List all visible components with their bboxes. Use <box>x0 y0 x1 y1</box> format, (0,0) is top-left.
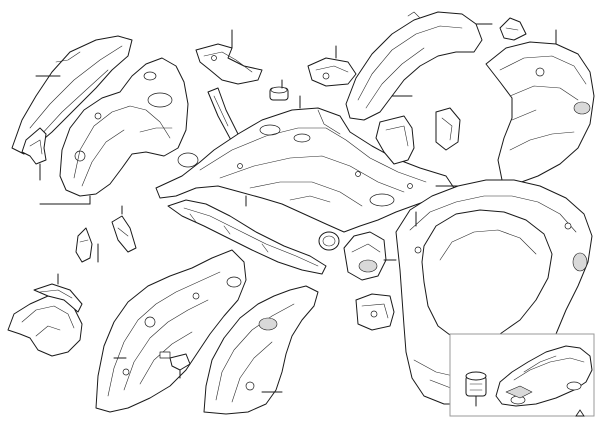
left-side-panel-outer[interactable] <box>203 285 319 415</box>
rubber-grommet[interactable] <box>269 79 289 101</box>
cross-member-rail[interactable] <box>167 195 327 275</box>
support-strut[interactable] <box>207 87 241 143</box>
right-mounting-plate[interactable] <box>355 293 395 331</box>
body-plug-part[interactable] <box>465 371 487 407</box>
center-support-bracket[interactable] <box>195 29 263 85</box>
left-brackets-set[interactable] <box>75 205 137 263</box>
corner-triangle-mark <box>575 409 585 417</box>
vehicle-silhouette-inset <box>495 345 593 407</box>
round-plug-cover[interactable] <box>318 231 340 251</box>
right-wheel-arch-inner[interactable] <box>345 11 493 121</box>
left-side-frame-inner[interactable] <box>95 249 247 413</box>
left-wheel-arch-inner-housing[interactable] <box>39 57 189 205</box>
left-rear-bracket-small[interactable] <box>21 127 47 181</box>
right-small-bracket[interactable] <box>499 17 527 41</box>
left-wheel-arch-liner[interactable] <box>7 273 83 357</box>
left-rear-fender-top-panel[interactable] <box>11 35 133 155</box>
right-upper-reinforcement[interactable] <box>375 107 461 165</box>
fuel-filler-bracket[interactable] <box>307 45 357 87</box>
rear-floor-assembly[interactable] <box>155 95 461 233</box>
right-floor-side-bracket[interactable] <box>343 231 397 281</box>
clip-fastener[interactable] <box>169 353 191 379</box>
right-rear-panel-section[interactable] <box>485 29 595 185</box>
